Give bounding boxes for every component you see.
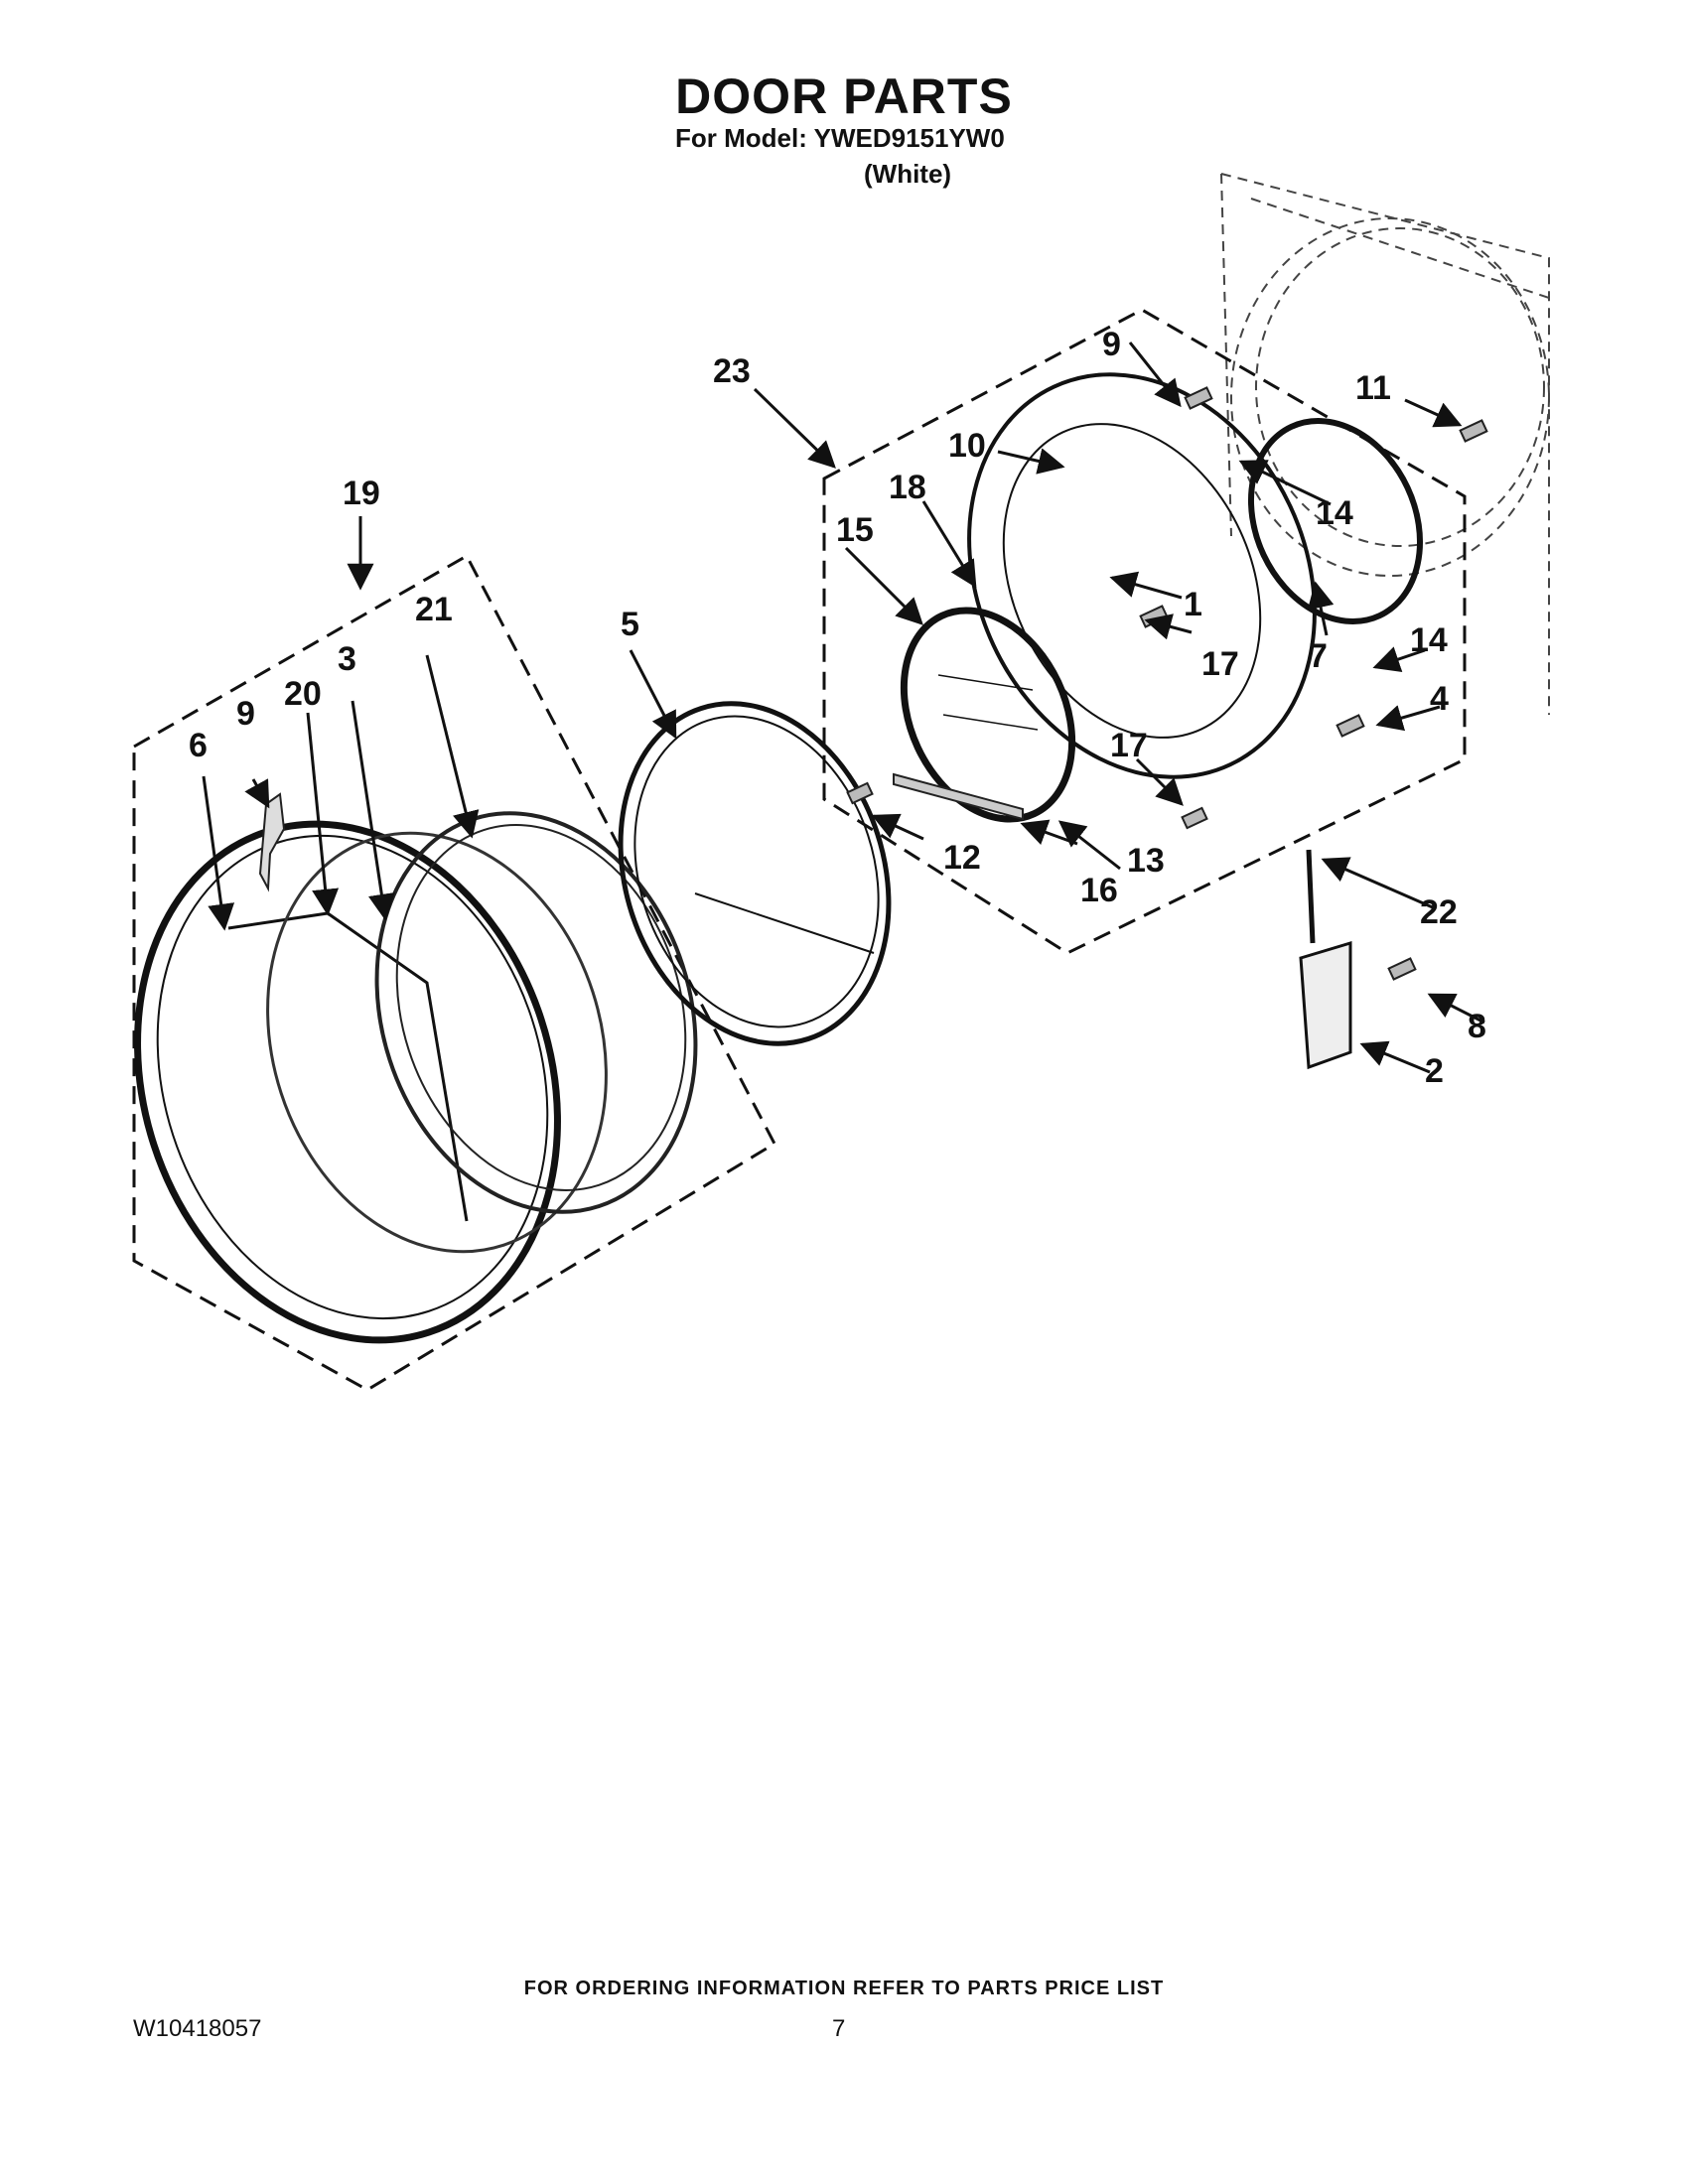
model-color: (White)	[864, 159, 952, 189]
dryer-cabinet-outline	[1220, 173, 1550, 715]
callout-17-bottom: 17	[1110, 727, 1148, 764]
callout-9-right: 9	[1102, 326, 1121, 363]
window-gasket	[1247, 418, 1424, 624]
callout-23: 23	[713, 352, 751, 390]
callout-12: 12	[943, 839, 981, 877]
callout-14-right: 14	[1410, 621, 1448, 659]
callout-7: 7	[1309, 637, 1328, 675]
latch-rod	[1306, 849, 1316, 944]
deflector-strip	[893, 772, 1024, 821]
callout-5: 5	[621, 606, 639, 643]
callout-6: 6	[189, 727, 208, 764]
callout-15: 15	[836, 511, 874, 549]
callout-10: 10	[948, 427, 986, 465]
hinge-clip	[258, 792, 286, 892]
callout-20: 20	[284, 675, 322, 713]
callout-21: 21	[415, 591, 453, 628]
callout-8: 8	[1468, 1008, 1486, 1045]
callout-16: 16	[1080, 872, 1118, 909]
callout-11: 11	[1355, 369, 1391, 407]
callout-17-top: 17	[1201, 645, 1239, 683]
callout-4: 4	[1430, 680, 1449, 718]
door-window	[900, 607, 1076, 823]
callout-13: 13	[1127, 842, 1165, 880]
callout-3: 3	[338, 640, 356, 678]
callout-9-left: 9	[236, 695, 255, 733]
document-number: W10418057	[133, 2015, 262, 2042]
ordering-note: FOR ORDERING INFORMATION REFER TO PARTS …	[523, 1978, 1165, 1999]
door-latch	[1299, 940, 1352, 1070]
outer-door	[134, 820, 561, 1344]
callout-1: 1	[1184, 586, 1202, 623]
callout-18: 18	[889, 469, 926, 506]
callout-2: 2	[1425, 1052, 1444, 1090]
page-title: DOOR PARTS	[675, 68, 1013, 124]
model-line: For Model: YWED9151YW0	[675, 123, 1005, 153]
callout-14-top: 14	[1316, 494, 1353, 532]
callout-labels: 19 21 3 20 9 6 5 23 9 11 10 18 15 14 1 1…	[189, 326, 1486, 1090]
door-glass	[266, 831, 608, 1254]
group-box-23	[822, 308, 1467, 955]
page-number: 7	[832, 2015, 846, 2042]
callout-22: 22	[1420, 893, 1458, 931]
group-box-19	[132, 553, 776, 1392]
callout-19: 19	[343, 475, 380, 512]
